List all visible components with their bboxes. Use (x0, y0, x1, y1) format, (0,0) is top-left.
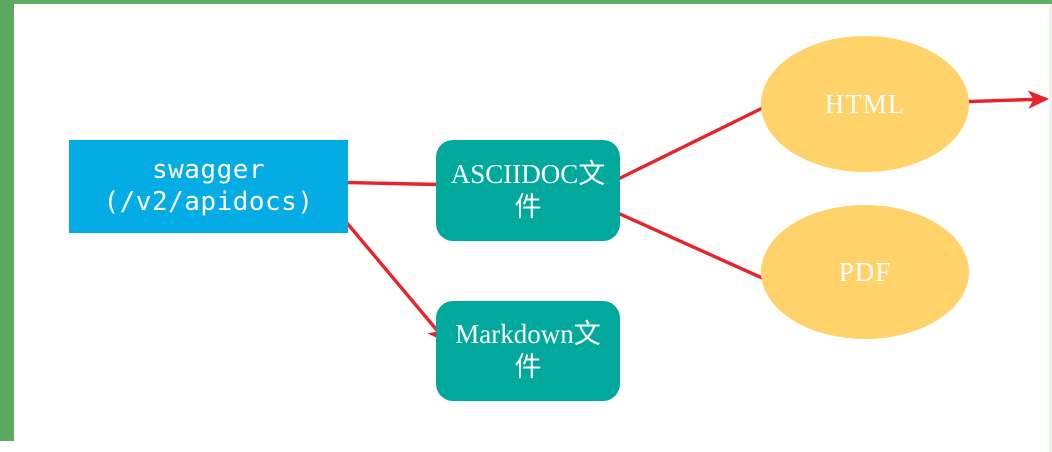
node-asciidoc[interactable]: ASCIIDOC文件 (436, 140, 620, 241)
green-frame-left-border (0, 0, 14, 441)
node-html[interactable]: HTML (761, 36, 969, 172)
node-markdown[interactable]: Markdown文件 (436, 301, 620, 401)
node-html-label: HTML (824, 88, 906, 119)
node-swagger[interactable]: swagger (/v2/apidocs) (69, 140, 348, 233)
node-asciidoc-label: ASCIIDOC文件 (450, 158, 606, 222)
frame-right-edge (1049, 4, 1052, 452)
node-swagger-label: swagger (/v2/apidocs) (103, 154, 314, 217)
green-frame-top-border (14, 0, 1052, 4)
node-pdf-label: PDF (838, 256, 892, 287)
node-markdown-label: Markdown文件 (455, 319, 601, 382)
node-pdf[interactable]: PDF (761, 205, 969, 339)
